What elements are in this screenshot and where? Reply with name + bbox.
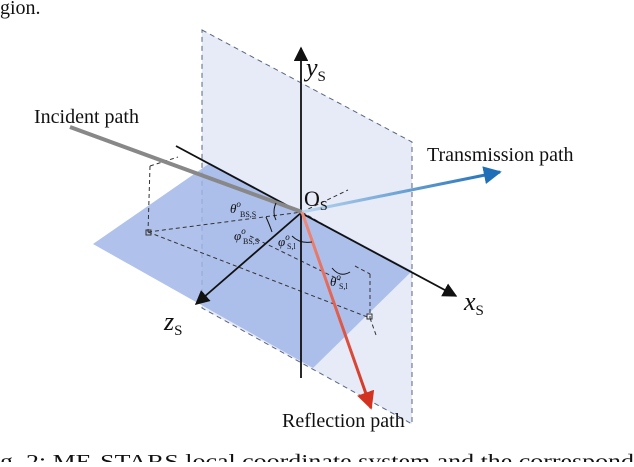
- corner-marker-left: [145, 229, 152, 236]
- horizontal-plane: [93, 163, 412, 368]
- arc-phi-s: [291, 235, 313, 243]
- dashed-reflection-foot: [369, 317, 377, 336]
- dashed-right-top: [354, 265, 371, 275]
- reflection-path-label: Reflection path: [282, 410, 405, 432]
- arc-phi-bs: [265, 216, 273, 233]
- angle-arcs: [265, 202, 351, 275]
- z-axis: [194, 211, 303, 305]
- origin-label: OS: [304, 186, 328, 214]
- transmission-path-label: Transmission path: [427, 144, 574, 166]
- reflection-path-line: [300, 211, 375, 410]
- dashed-bs-projection: [147, 211, 303, 233]
- arc-theta-bs: [273, 202, 277, 221]
- corner-marker-right: [366, 313, 373, 320]
- top-clipped-text: gion.: [0, 0, 41, 19]
- dashed-x-extension: [301, 189, 349, 213]
- x-axis: [175, 145, 458, 297]
- incident-path-line: [69, 125, 303, 214]
- z-axis-label: zS: [163, 307, 182, 339]
- y-axis-label: yS: [303, 53, 326, 85]
- transmission-path-line: [301, 166, 502, 214]
- arc-theta-s: [331, 267, 351, 275]
- angle-theta-bs-label: θoBS,S: [230, 199, 256, 219]
- x-axis-label: xS: [463, 287, 484, 319]
- caption-clipped-text: g. 2: ME-STARS local coordinate system a…: [0, 451, 634, 462]
- incident-path-label: Incident path: [34, 106, 139, 128]
